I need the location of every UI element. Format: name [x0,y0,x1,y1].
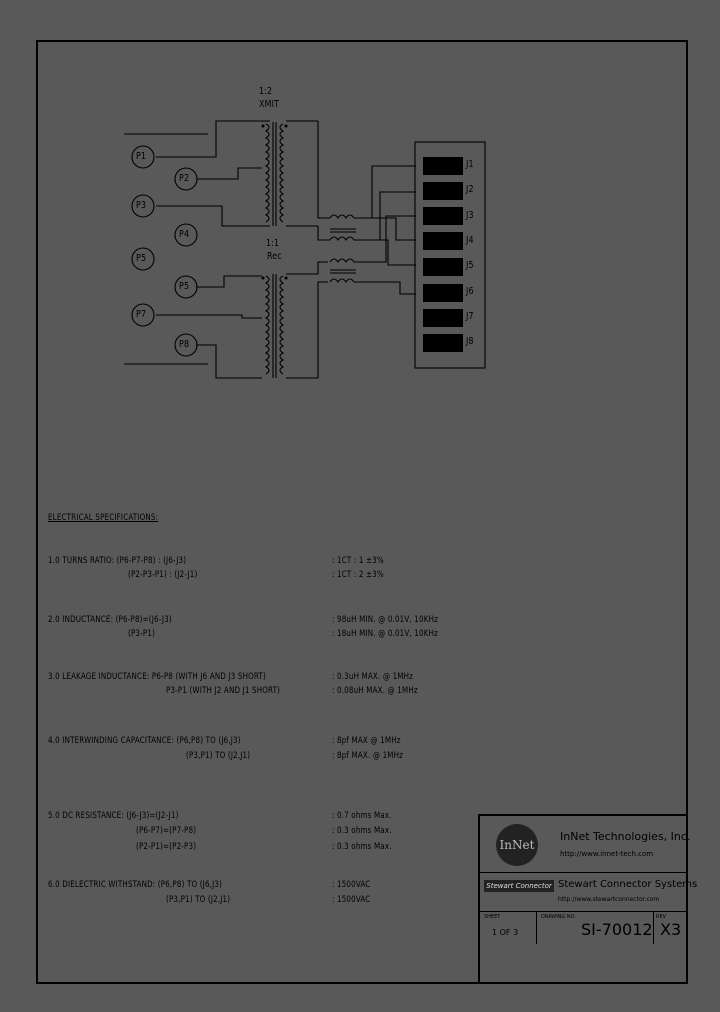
spec-value: : 0.3 ohms Max. [332,842,392,852]
spec-value: : 1CT : 2 ±3% [332,570,384,580]
spec-line: 1.0 TURNS RATIO: (P6-P7-P8) : (J6-J3) [48,556,187,566]
title-block-numbers: SHEET 1 OF 3 DRAWING NO. SI-70012 REV X3 [480,912,686,946]
spec-line: 2.0 INDUCTANCE: (P6-P8)=(J6-J3) [48,615,172,625]
pin-p1: P1 [136,151,147,162]
pin-p3: P3 [136,200,147,211]
pin-p5a: P5 [136,253,147,264]
spec-line: (P6-P7)=(P7-P8) [136,826,197,836]
spec-line: (P3-P1) [128,629,156,639]
sheet-value: 1 OF 3 [492,928,519,937]
pin-p4: P4 [179,229,190,240]
spec-line: 3.0 LEAKAGE INDUCTANCE: P6-P8 (WITH J6 A… [48,672,266,682]
pin-p5b: P5 [179,281,190,292]
drawing-cell: DRAWING NO. SI-70012 [537,912,654,944]
title-block-company: InNet InNet Technologies, Inc. http://ww… [480,816,690,873]
stewart-connector-badge: Stewart Connector [484,880,554,892]
spec-value: : 1CT : 1 ±3% [332,556,384,566]
rev-value: X3 [660,920,682,939]
spec-line: (P2-P1)=(P2-P3) [136,842,197,852]
pin-j4: J4 [466,235,474,246]
spec-value: : 0.3 ohms Max. [332,826,392,836]
drawing-label: DRAWING NO. [541,914,576,920]
pin-j8: J8 [466,336,474,347]
rev-cell: REV X3 [654,912,686,944]
rec-ratio: 1:1 [266,238,280,249]
spec-line: 5.0 DC RESISTANCE: (J6-J3)=(J2-J1) [48,811,179,821]
stewart-url: http://www.stewartconnector.com [558,896,660,903]
pin-j1: J1 [466,159,474,170]
stewart-name: Stewart Connector Systems [558,879,698,890]
pin-j2: J2 [466,184,474,195]
spec-value: : 0.3uH MAX. @ 1MHz [332,672,414,682]
pin-p2: P2 [179,173,190,184]
company-name: InNet Technologies, Inc. [560,830,691,843]
pin-p7: P7 [136,309,147,320]
innet-logo: InNet [496,824,538,866]
spec-line: 4.0 INTERWINDING CAPACITANCE: (P6,P8) TO… [48,736,241,746]
pin-j7: J7 [466,311,474,322]
sheet-cell: SHEET 1 OF 3 [480,912,537,944]
spec-value: : 1500VAC [332,880,371,890]
spec-value: : 1500VAC [332,895,371,905]
spec-line: (P3,P1) TO (J2,J1) [186,751,251,761]
drawing-frame [36,40,688,984]
sheet-label: SHEET [484,914,501,920]
spec-value: : 8pf MAX. @ 1MHz [332,751,404,761]
xmit-label: XMIT [259,99,280,110]
spec-line: 6.0 DIELECTRIC WITHSTAND: (P6,P8) TO (J6… [48,880,223,890]
pin-j3: J3 [466,210,474,221]
rev-label: REV [656,914,667,920]
pin-j5: J5 [466,260,474,271]
spec-value: : 0.08uH MAX. @ 1MHz [332,686,418,696]
spec-value: : 0.7 ohms Max. [332,811,392,821]
company-url: http://www.innet-tech.com [560,850,654,858]
spec-value: : 8pf MAX @ 1MHz [332,736,401,746]
title-block-stewart: Stewart Connector Stewart Connector Syst… [480,873,697,912]
spec-line: P3-P1 (WITH J2 AND J1 SHORT) [166,686,281,696]
pin-j6: J6 [466,286,474,297]
specs-heading: ELECTRICAL SPECIFICATIONS: [48,513,159,523]
drawing-value: SI-70012 [581,920,653,939]
spec-value: : 18uH MIN. @ 0.01V, 10KHz [332,629,439,639]
spec-line: (P3,P1) TO (J2,J1) [166,895,231,905]
rec-label: Rec [267,251,282,262]
spec-value: : 98uH MIN. @ 0.01V, 10KHz [332,615,439,625]
pin-p8: P8 [179,339,190,350]
title-block: InNet InNet Technologies, Inc. http://ww… [478,814,697,984]
spec-line: (P2-P3-P1) : (J2-J1) [128,570,198,580]
xmit-ratio: 1:2 [259,86,273,97]
